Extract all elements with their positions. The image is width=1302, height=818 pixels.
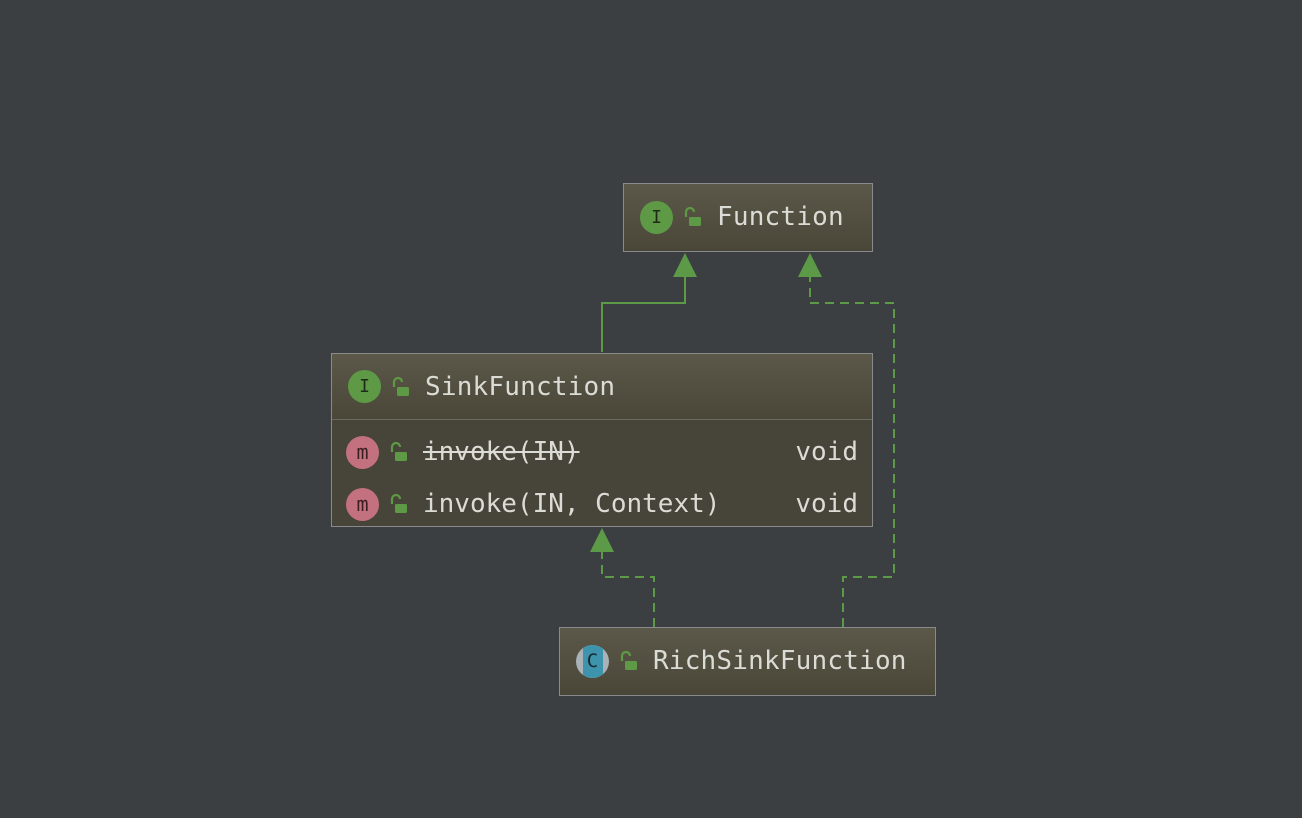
node-title: SinkFunction (425, 371, 616, 402)
node-sinkfunction[interactable]: I SinkFunction m invoke(IN) void (331, 353, 873, 527)
node-richsinkfunction-header: C RichSinkFunction (560, 628, 935, 694)
node-richsinkfunction[interactable]: C RichSinkFunction (559, 627, 936, 696)
public-unlock-icon (620, 650, 637, 670)
method-badge-letter: m (356, 440, 369, 464)
method-signature: invoke(IN) (423, 437, 580, 467)
edge-sinkfunction-extends-function (601, 276, 686, 352)
node-title: RichSinkFunction (653, 646, 907, 676)
interface-badge-letter: I (651, 206, 662, 228)
method-return-type: void (795, 489, 858, 519)
edge-richsinkfunction-implements-sinkfunction (601, 551, 655, 627)
method-icon: m (346, 435, 379, 469)
method-badge-letter: m (356, 492, 369, 516)
abstract-class-icon: C (576, 644, 609, 678)
interface-icon: I (640, 200, 673, 234)
node-title: Function (717, 202, 844, 232)
node-sinkfunction-header: I SinkFunction (332, 354, 872, 420)
public-unlock-icon (390, 493, 407, 513)
member-list: m invoke(IN) void m invoke(IN, Context) (332, 420, 872, 530)
node-function-header: I Function (624, 184, 872, 250)
arrowhead-sinkfunction (590, 528, 614, 552)
method-row-invoke-context[interactable]: m invoke(IN, Context) void (332, 478, 872, 530)
arrowhead-function-left (673, 253, 697, 277)
method-icon: m (346, 487, 379, 521)
interface-icon: I (348, 370, 381, 403)
interface-badge-letter: I (359, 376, 370, 397)
method-signature: invoke(IN, Context) (423, 489, 721, 519)
node-function[interactable]: I Function (623, 183, 873, 252)
method-row-invoke-deprecated[interactable]: m invoke(IN) void (332, 426, 872, 478)
method-return-type: void (795, 437, 858, 467)
public-unlock-icon (390, 441, 407, 461)
arrowhead-function-right (798, 253, 822, 277)
class-badge-mark: C (582, 644, 603, 678)
class-badge-letter: C (586, 650, 599, 672)
public-unlock-icon (392, 376, 409, 396)
public-unlock-icon (684, 206, 701, 226)
